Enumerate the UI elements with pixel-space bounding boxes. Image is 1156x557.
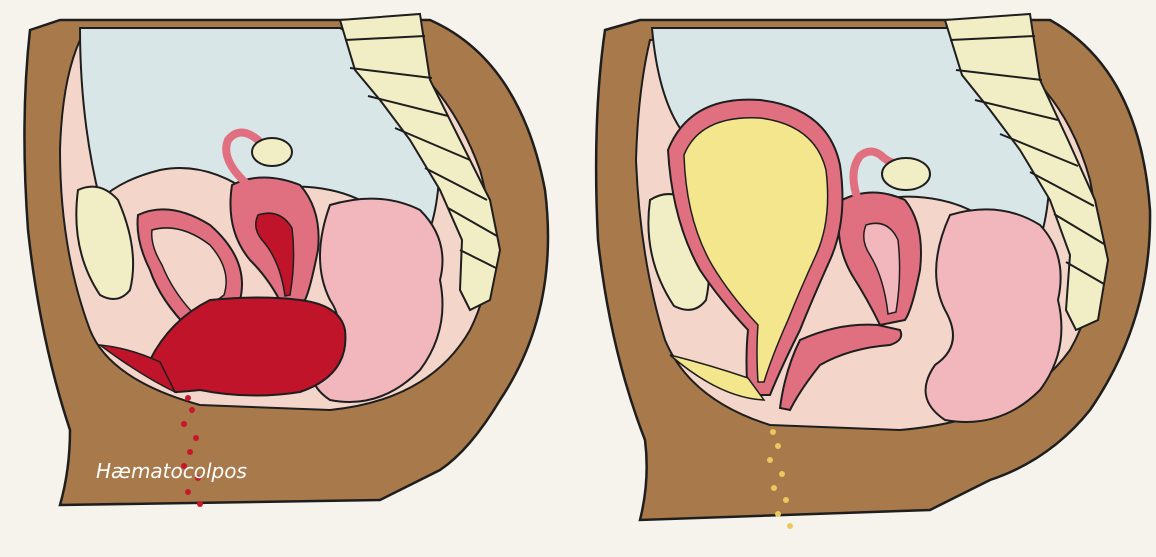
- right-panel-distended-bladder: [596, 14, 1150, 529]
- left-panel-haematocolpos: Hæmatocolpos: [24, 14, 548, 507]
- left-ovary: [252, 138, 292, 166]
- left-label-haematocolpos: Hæmatocolpos: [96, 459, 247, 483]
- right-ovary: [882, 158, 930, 190]
